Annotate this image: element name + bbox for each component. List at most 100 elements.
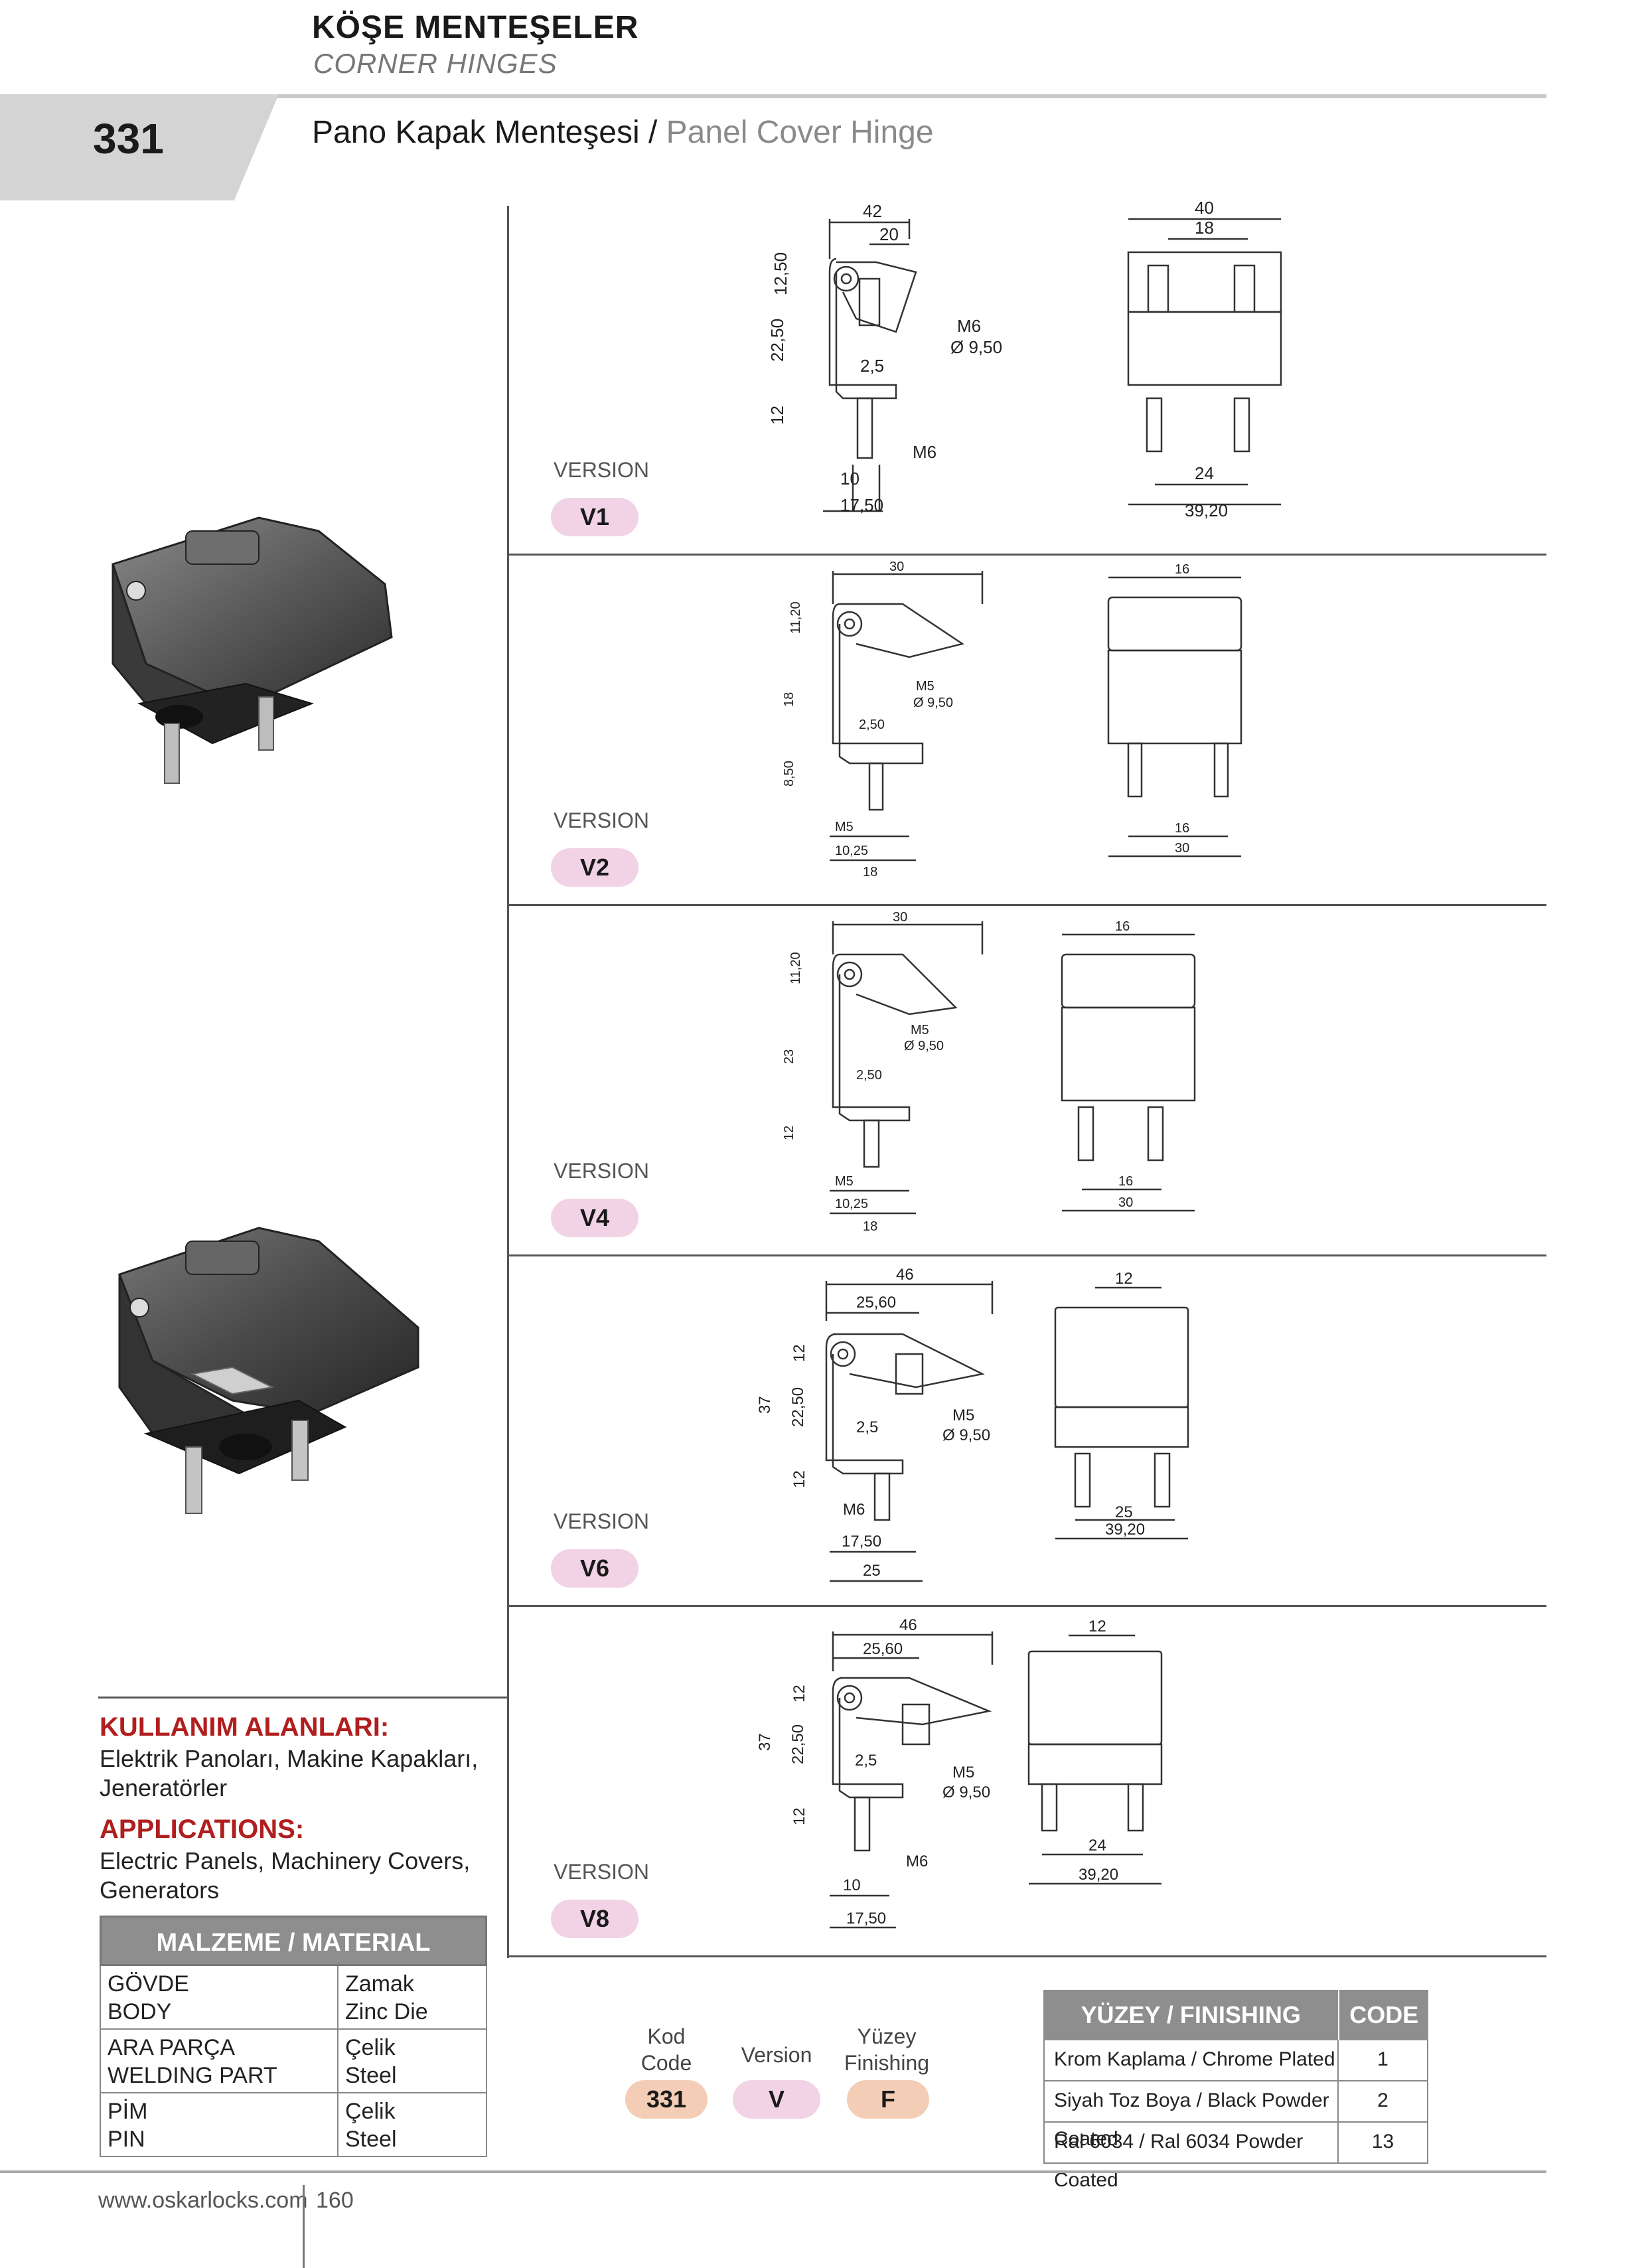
drawing-v4: 30 M5 Ø 9,50 2,50 M5 10,25 18 11,20 23 1… — [782, 910, 1196, 1234]
finishing-heading: YÜZEY / FINISHING — [1081, 2001, 1301, 2028]
product-image-chrome-hinge — [112, 516, 393, 784]
dim-text: M5 — [835, 1174, 854, 1189]
drawing-v8: 46 25,60 M5 Ø 9,50 2,5 M6 10 17,50 37 12… — [756, 1616, 1163, 1929]
dim-text: 12 — [782, 1126, 796, 1140]
dim-text: 11,20 — [788, 601, 803, 634]
finishing-header: YÜZEY / FINISHING CODE — [1043, 1990, 1428, 2040]
code-tab — [0, 94, 279, 200]
dim-text: M6 — [906, 1852, 928, 1870]
product-image-black-hinge — [118, 1227, 419, 1514]
finishing-table: YÜZEY / FINISHING CODE Krom Kaplama / Ch… — [1043, 1990, 1428, 2191]
product-title-tr: Pano Kapak Menteşesi / — [312, 115, 658, 150]
dim-text: 10,25 — [835, 844, 868, 858]
version-label: VERSION — [554, 1159, 650, 1183]
dim-text: 30 — [1175, 841, 1189, 856]
dim-text: 22,50 — [767, 319, 787, 362]
version-divider-4 — [508, 1605, 1546, 1607]
dim-text: 2,5 — [855, 1752, 877, 1770]
applications-text-tr: Elektrik Panoları, Makine Kapakları, Jen… — [100, 1745, 479, 1801]
dim-text: 12 — [790, 1470, 808, 1488]
dim-text: Ø 9,50 — [942, 1426, 990, 1444]
dim-text: M6 — [913, 442, 936, 462]
dim-text: 16 — [1175, 562, 1189, 577]
applications-divider — [98, 1697, 508, 1699]
version-label: VERSION — [554, 1860, 650, 1884]
dim-text: 17,50 — [840, 495, 883, 515]
dim-text: 30 — [1118, 1195, 1133, 1210]
dim-text: 12 — [790, 1685, 808, 1702]
finishing-code: 13 — [1371, 2131, 1394, 2153]
dim-text: 2,50 — [859, 718, 885, 732]
dim-text: 39,20 — [1185, 500, 1228, 520]
dim-text: 2,5 — [860, 356, 884, 376]
product-title-en: Panel Cover Hinge — [666, 115, 934, 150]
dim-text: 12 — [790, 1344, 808, 1362]
dim-text: 39,20 — [1105, 1521, 1145, 1539]
dim-text: 12 — [767, 406, 787, 425]
dim-text: M5 — [911, 1023, 929, 1037]
dim-text: 18 — [863, 865, 877, 879]
version-divider-3 — [508, 1254, 1546, 1256]
dim-text: 30 — [889, 560, 904, 574]
dim-text: 12,50 — [771, 252, 790, 295]
dim-text: 18 — [1195, 218, 1214, 238]
version-badge-v6: V6 — [551, 1549, 638, 1588]
order-version-label: Version — [741, 2043, 812, 2067]
finishing-name: Krom Kaplama / Chrome Plated — [1045, 2040, 1339, 2080]
category-subtitle: CORNER HINGES — [313, 48, 558, 79]
version-badge-v2: V2 — [551, 848, 638, 887]
version-divider-1 — [508, 554, 1546, 556]
version-badge-v8: V8 — [551, 1900, 638, 1938]
dim-text: 25 — [1115, 1503, 1133, 1521]
dim-text: 22,50 — [789, 1387, 807, 1427]
dim-text: 16 — [1115, 919, 1130, 934]
dim-text: 37 — [756, 1733, 774, 1751]
version-badge-v4: V4 — [551, 1199, 638, 1237]
dim-text: 8,50 — [782, 761, 796, 787]
order-finish-badge: F — [847, 2080, 929, 2119]
dim-text: Ø 9,50 — [950, 337, 1002, 357]
dim-text: 18 — [863, 1219, 877, 1234]
footer-website[interactable]: www.oskarlocks.com — [98, 2188, 308, 2213]
footer-separator — [303, 2185, 305, 2268]
dim-text: M5 — [952, 1406, 974, 1424]
dim-text: 12 — [1115, 1270, 1133, 1288]
version-divider-2 — [508, 904, 1546, 906]
finishing-row: Siyah Toz Boya / Black Powder Coated 2 — [1043, 2081, 1428, 2150]
dim-text: 25,60 — [863, 1640, 903, 1658]
finishing-row: Krom Kaplama / Chrome Plated 1 — [1043, 2040, 1428, 2081]
dim-text: 12 — [1088, 1618, 1106, 1635]
dim-text: Ø 9,50 — [913, 696, 953, 710]
dim-text: 25 — [863, 1562, 881, 1580]
header-divider — [0, 94, 1546, 98]
dim-text: 2,50 — [856, 1068, 882, 1083]
order-code-badge: 331 — [625, 2080, 708, 2119]
drawing-v1: 42 20 10 17,50 M6 M6 Ø 9,50 2,5 12,50 22… — [767, 199, 1282, 520]
finishing-code: 1 — [1377, 2048, 1388, 2070]
dim-text: M6 — [843, 1501, 865, 1519]
drawing-v6: 46 25,60 M5 Ø 9,50 2,5 M6 17,50 25 37 12… — [756, 1266, 1189, 1582]
dim-text: 30 — [893, 910, 907, 925]
version-divider-5 — [508, 1955, 1546, 1957]
finishing-code: 2 — [1377, 2089, 1388, 2111]
dim-text: M5 — [952, 1764, 974, 1781]
dim-text: 10 — [840, 469, 860, 489]
version-badge-v1: V1 — [551, 498, 638, 536]
dim-text: 10,25 — [835, 1197, 868, 1211]
footer-divider — [0, 2170, 1546, 2173]
dim-text: 17,50 — [842, 1533, 881, 1550]
dim-text: 16 — [1175, 821, 1189, 836]
material-heading: MALZEME / MATERIAL — [100, 1916, 487, 1966]
version-label: VERSION — [554, 808, 650, 832]
drawing-v2: 30 M5 Ø 9,50 2,50 M5 10,25 18 11,20 18 8… — [782, 560, 1242, 879]
dim-text: 46 — [899, 1616, 917, 1634]
finishing-code-heading: CODE — [1338, 1990, 1428, 2040]
